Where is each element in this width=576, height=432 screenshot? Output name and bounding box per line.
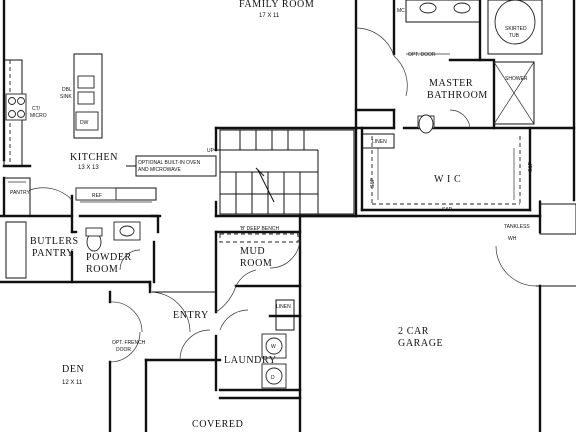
stairs xyxy=(214,129,355,215)
opt-french-door-note-line2: DOOR xyxy=(116,347,131,353)
family-room-dimension: 17 X 11 xyxy=(259,13,280,19)
opt-french-door-note-line1: OPT. FRENCH xyxy=(112,340,146,346)
dryer-note: D xyxy=(271,375,275,381)
wic-shelving xyxy=(371,136,521,205)
dw-note: DW xyxy=(80,120,89,126)
butler-powder-fixtures xyxy=(5,187,141,279)
skirted-tub-note-line1: SKIRTED xyxy=(505,26,527,32)
optional-oven-note-line1: OPTIONAL BUILT-IN OVEN xyxy=(138,160,201,166)
entry-den-garage xyxy=(109,200,576,363)
butlers-pantry-label-line1: BUTLERS xyxy=(30,236,79,247)
mud-laundry-fixtures xyxy=(215,233,301,389)
mud-room-label-line2: ROOM xyxy=(240,258,272,269)
tankless-note-line2: WH xyxy=(508,236,517,242)
pantry-note: PANTRY xyxy=(10,190,30,196)
opt-door-note: OPT. DOOR xyxy=(408,52,436,58)
laundry-label: LAUNDRY xyxy=(224,355,277,366)
den-dimension: 12 X 11 xyxy=(62,380,83,386)
optional-oven-note-line2: AND MICROWAVE xyxy=(138,167,181,173)
room-labels: FAMILY ROOM 17 X 11 KITCHEN 13 X 13 MAST… xyxy=(30,0,488,430)
linen-note-laundry: LINEN xyxy=(276,304,291,310)
ref-note: REF xyxy=(92,193,102,199)
ct-micro-note-line1: CT/ xyxy=(32,106,41,112)
master-bathroom-label-line2: BATHROOM xyxy=(427,90,488,101)
kitchen-fixtures xyxy=(3,53,217,216)
kitchen-label: KITCHEN xyxy=(70,152,118,163)
tankless-note-line1: TANKLESS xyxy=(504,224,530,230)
skirted-tub-note-line2: TUB xyxy=(509,33,520,39)
shower-note: SHOWER xyxy=(505,76,528,82)
sp-note-bottom: S&P xyxy=(442,207,453,213)
entry-label: ENTRY xyxy=(173,310,209,321)
master-bathroom-label-line1: MASTER xyxy=(429,78,473,89)
kitchen-dimension: 13 X 13 xyxy=(78,165,99,171)
powder-room-label-line2: ROOM xyxy=(86,264,118,275)
garage-label-line2: GARAGE xyxy=(398,338,443,349)
powder-room-label-line1: POWDER xyxy=(86,252,132,263)
annotations: MC DBL SINK DW CT/ MICRO OPT. DOOR SKIRT… xyxy=(10,8,534,381)
family-room-label: FAMILY ROOM xyxy=(239,0,314,10)
sp-note-left: S&P xyxy=(370,177,376,188)
den-label: DEN xyxy=(62,364,84,375)
bench-note: 'B' DEEP BENCH xyxy=(240,226,279,232)
master-bath-fixtures xyxy=(355,0,543,149)
washer-note: W xyxy=(271,344,276,350)
butlers-pantry-label-line2: PANTRY xyxy=(32,248,74,259)
mc-note: MC xyxy=(397,8,405,14)
ct-micro-note-line2: MICRO xyxy=(30,113,47,119)
covered-label: COVERED xyxy=(192,419,243,430)
stair-up-note: UP xyxy=(207,148,215,154)
sp-note-right: S&P xyxy=(528,161,534,172)
linen-note-upper: LINEN xyxy=(372,139,387,145)
garage-label-line1: 2 CAR xyxy=(398,326,429,337)
mud-room-label-line1: MUD xyxy=(240,246,265,257)
wic-label: W I C xyxy=(434,174,461,185)
dbl-sink-note-line2: SINK xyxy=(60,94,72,100)
dbl-sink-note-line1: DBL xyxy=(62,87,72,93)
